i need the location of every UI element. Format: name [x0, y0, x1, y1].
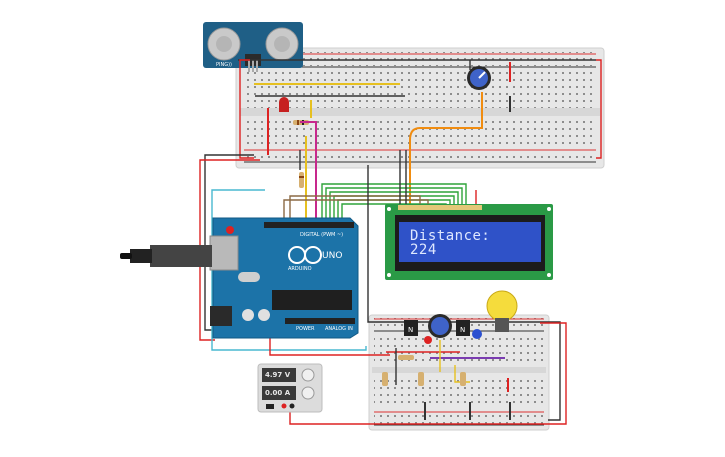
transistor-right[interactable]: N [456, 320, 470, 336]
svg-text:N: N [408, 326, 413, 334]
svg-text:N: N [460, 326, 465, 334]
power-supply[interactable] [257, 363, 323, 413]
lcd-display[interactable] [385, 204, 553, 280]
ultrasonic-sensor[interactable]: PING)) [203, 22, 303, 72]
arduino-model: UNO [322, 251, 342, 261]
lcd-line-2: 224 [410, 242, 437, 258]
red-led-bottom[interactable] [424, 336, 432, 344]
red-led[interactable] [279, 97, 289, 112]
potentiometer-bottom[interactable] [428, 314, 452, 338]
sensor-label: PING)) [216, 62, 232, 68]
blue-led[interactable] [472, 329, 482, 339]
usb-cable [120, 245, 212, 267]
light-bulb[interactable] [486, 290, 518, 332]
arduino-power-label: POWER [296, 326, 315, 332]
arduino-digital-label: DIGITAL (PWM ~) [300, 232, 343, 238]
arduino-uno[interactable]: ARDUINO UNO DIGITAL (PWM ~) POWER ANALOG… [209, 217, 359, 339]
bottom-breadboard[interactable] [368, 314, 550, 431]
arduino-analog-label: ANALOG IN [325, 326, 353, 332]
potentiometer-top[interactable] [467, 66, 491, 90]
resistor-vertical[interactable] [299, 172, 304, 188]
arduino-brand: ARDUINO [288, 266, 312, 272]
resistors-bottom[interactable] [382, 355, 466, 386]
transistor-left[interactable]: N [404, 320, 418, 336]
psu-current-readout: 0.00 A [265, 389, 291, 397]
lcd-line-1: Distance: [410, 228, 491, 244]
psu-voltage-readout: 4.97 V [265, 371, 291, 379]
